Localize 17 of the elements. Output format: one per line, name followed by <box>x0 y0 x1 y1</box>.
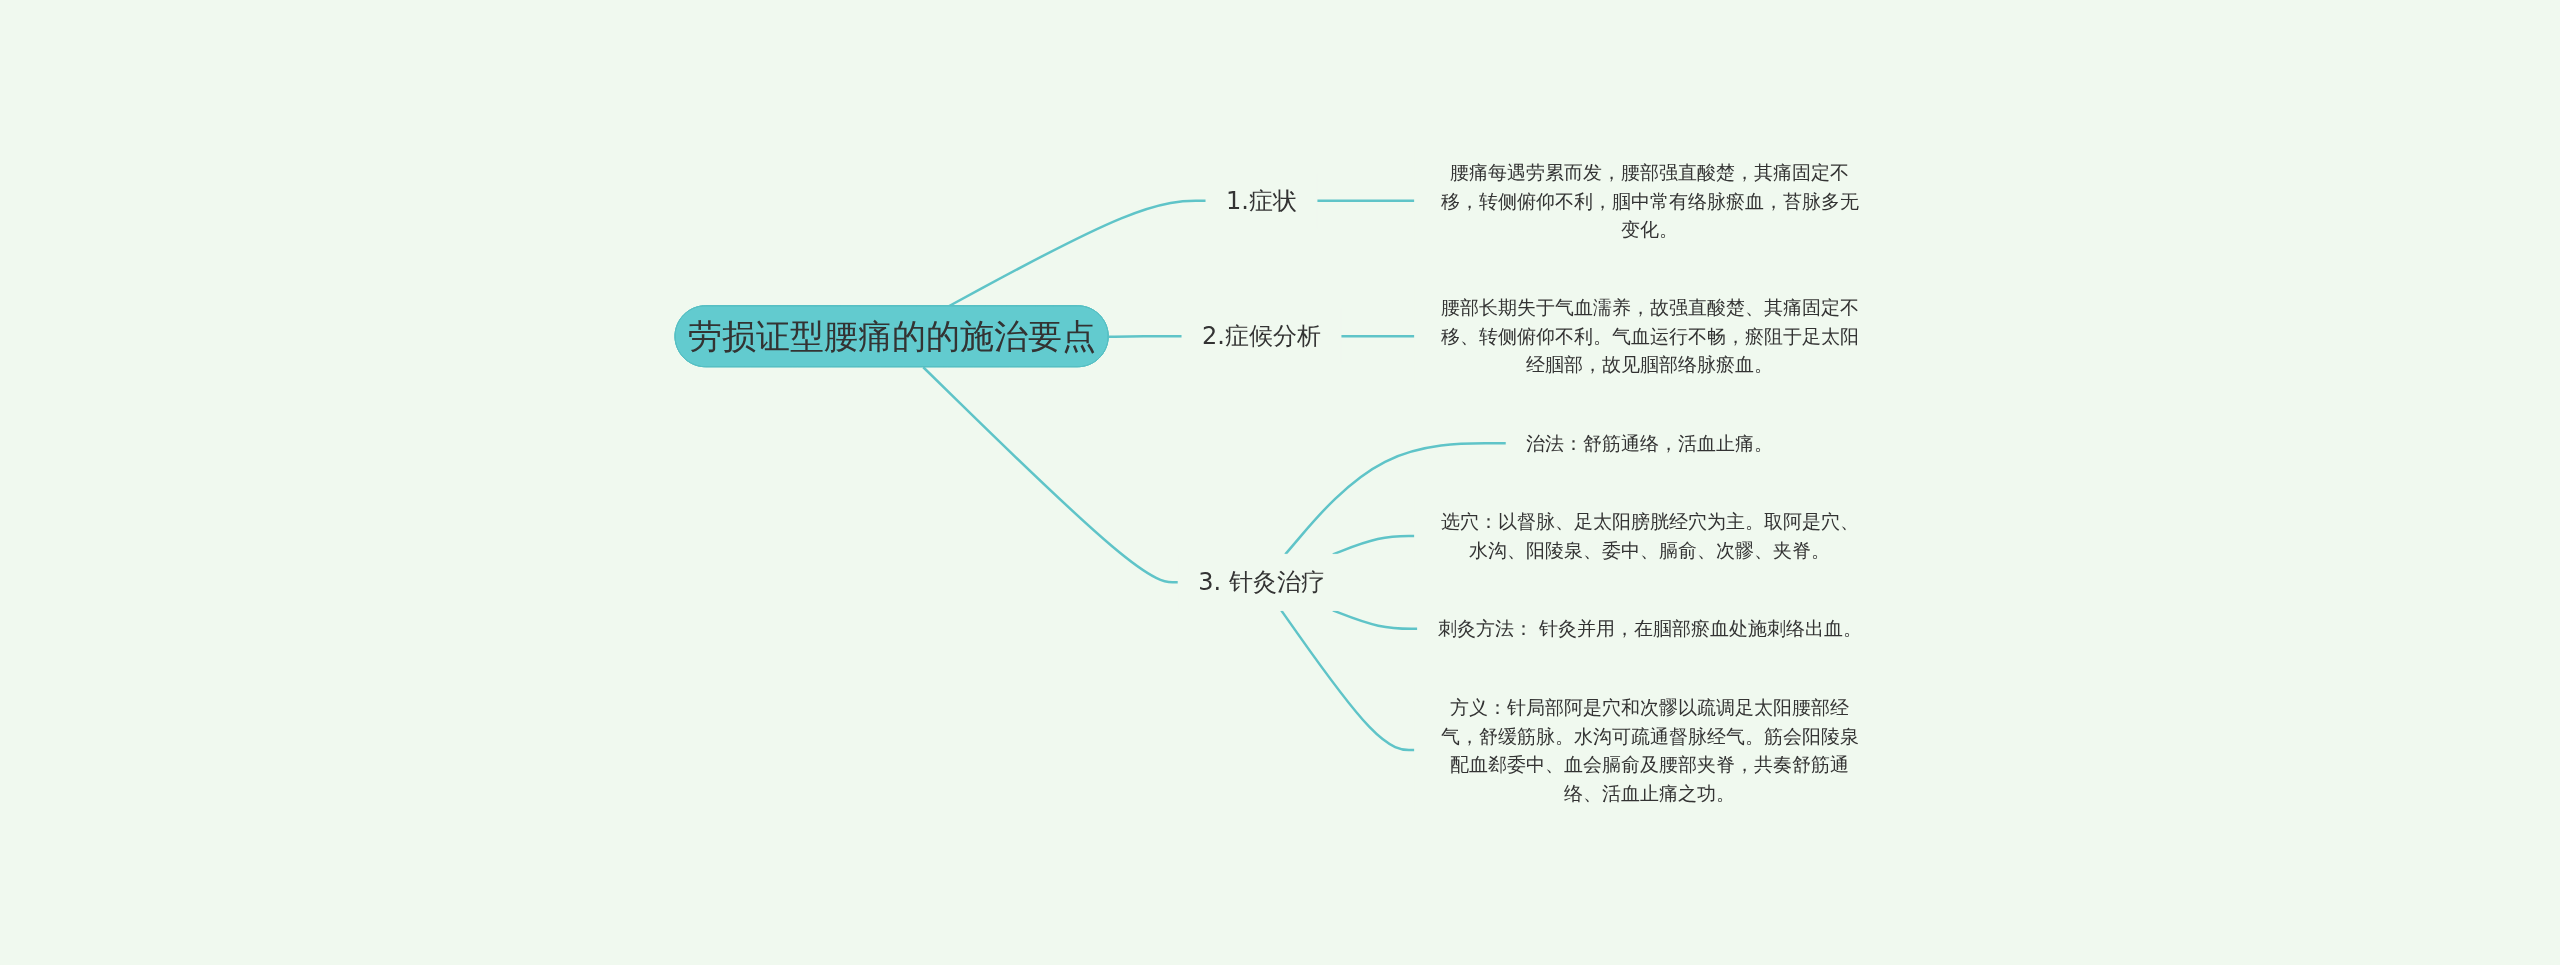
connector <box>1108 335 1183 338</box>
node-text: 选穴：以督脉、足太阳膀胱经穴为主。取阿是穴、水沟、阳陵泉、委中、膈俞、次髎、夹脊。 <box>1440 510 1859 561</box>
node-text: 治法：舒筋通络，活血止痛。 <box>1526 431 1774 454</box>
node-text: 1.症状 <box>1226 186 1298 215</box>
node-text: 方义：针局部阿是穴和次髎以疏调足太阳腰部经气，舒缓筋脉。水沟可疏通督脉经气。筋会阳陵泉配血郄委中、血会膈俞及腰部夹脊，共奏舒筋通络、活血止痛之功。 <box>1440 695 1859 804</box>
node-text: 腰痛每遇劳累而发，腰部强直酸楚，其痛固定不移，转侧俯仰不利，腘中常有络脉瘀血，苔脉多无变化。 <box>1440 161 1859 240</box>
node-text: 3. 针灸治疗 <box>1198 568 1325 597</box>
connector <box>1332 534 1415 556</box>
node-text: 2.症候分析 <box>1202 322 1322 351</box>
connector <box>1317 199 1415 202</box>
connector <box>1332 609 1418 630</box>
connector <box>1284 442 1507 556</box>
connector <box>1280 609 1415 752</box>
connector <box>1341 335 1415 338</box>
node-text: 腰部长期失于气血濡养，故强直酸楚、其痛固定不移、转侧俯仰不利。气血运行不畅，瘀阻于足太阳经腘部，故见腘部络脉瘀血。 <box>1440 296 1859 376</box>
node-text: 刺灸方法： 针灸并用，在腘部瘀血处施刺络出血。 <box>1437 617 1862 640</box>
connector <box>922 366 1179 584</box>
